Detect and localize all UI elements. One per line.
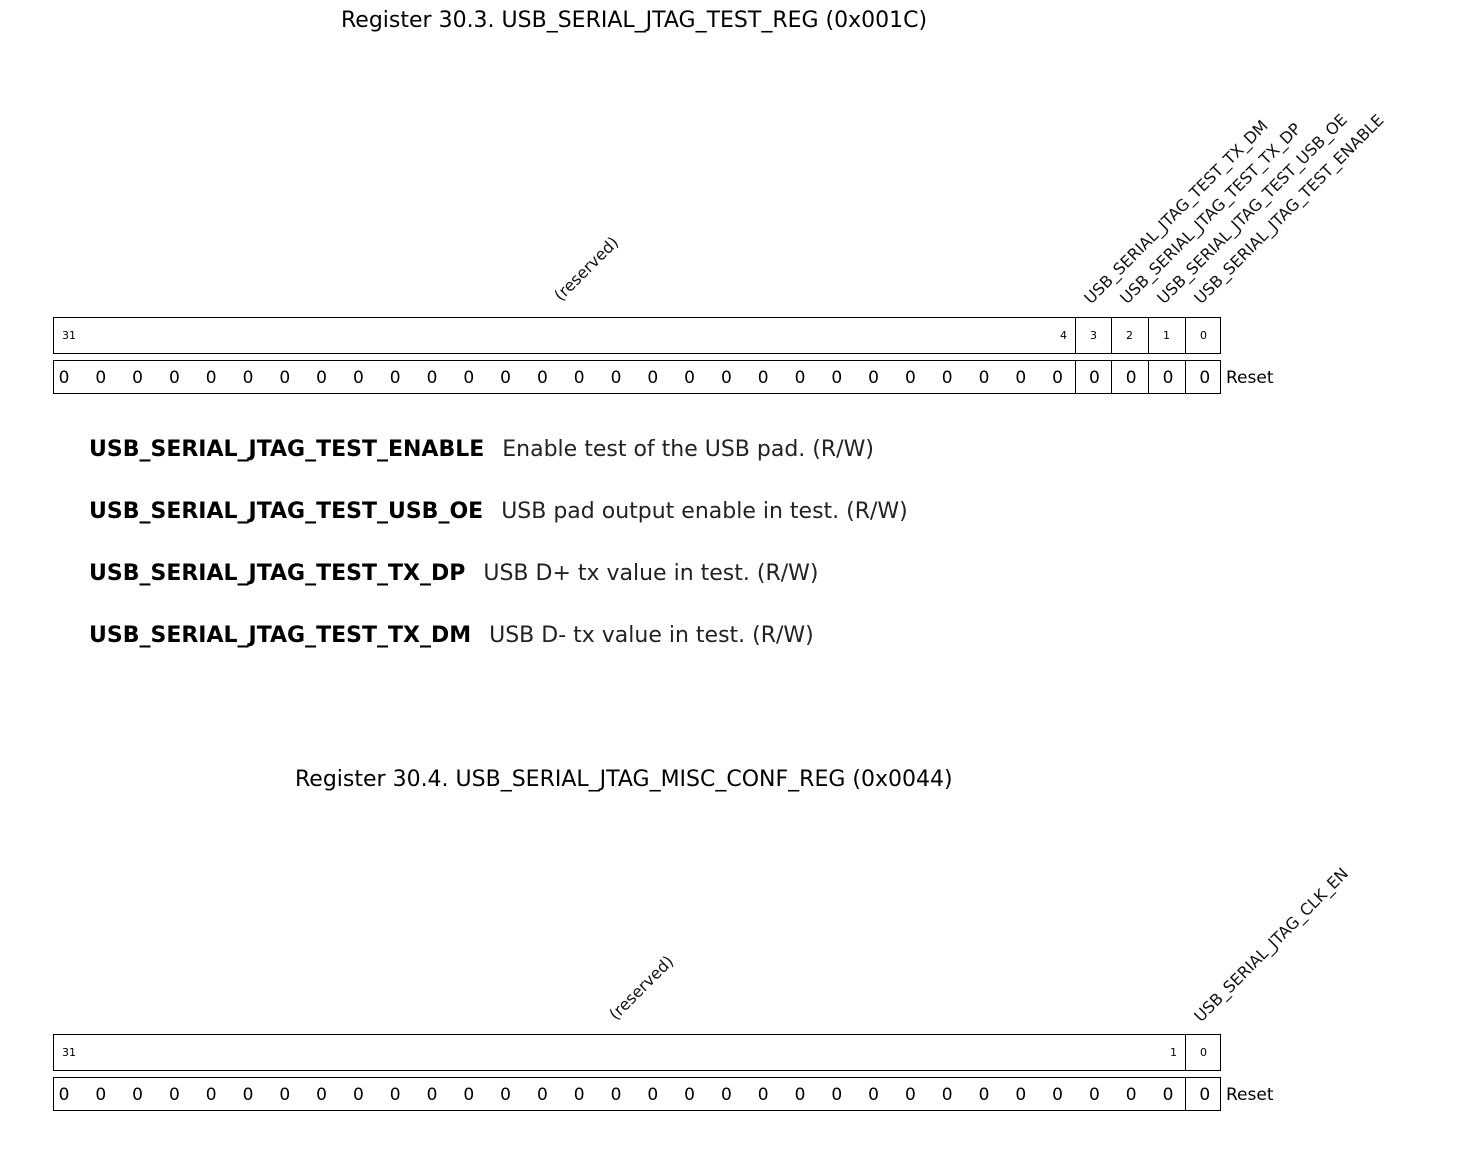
reset-bit-4: 0 <box>1052 368 1063 388</box>
reset-bit-30: 0 <box>95 1085 107 1105</box>
reset-bit-2: 0 <box>1125 368 1137 388</box>
field-description: USB D- tx value in test. (R/W) <box>489 623 814 648</box>
reset-bit-10: 0 <box>831 1085 843 1105</box>
reset-bit-22: 0 <box>389 1085 401 1105</box>
field-name: USB_SERIAL_JTAG_TEST_TX_DP <box>89 561 466 586</box>
reset-bit-24: 0 <box>316 368 327 388</box>
field-name: USB_SERIAL_JTAG_TEST_ENABLE <box>89 437 485 462</box>
reset-bit-5: 0 <box>1015 1085 1027 1105</box>
reset-bit-11: 0 <box>794 368 806 388</box>
bit-number-row: 31 4 3 2 1 0 <box>53 317 1221 354</box>
reserved-label: (reserved) <box>550 232 623 305</box>
field-label-clk-en: USB_SERIAL_JTAG_CLK_EN <box>1190 863 1353 1026</box>
reset-bit-18: 0 <box>536 1085 548 1105</box>
reset-bit-17: 0 <box>573 1085 585 1105</box>
reset-bit-31: 0 <box>58 1085 70 1105</box>
reset-bit-25: 0 <box>279 1085 291 1105</box>
bit-number-2: 2 <box>1126 329 1133 342</box>
reset-bit-25: 0 <box>279 368 291 388</box>
reset-bit-21: 0 <box>426 368 438 388</box>
register-title: Register 30.4. USB_SERIAL_JTAG_MISC_CONF… <box>295 767 953 792</box>
field-description: Enable test of the USB pad. (R/W) <box>502 437 874 462</box>
reset-bit-11: 0 <box>794 1085 806 1105</box>
reset-bit-17: 0 <box>573 368 585 388</box>
reset-bit-10: 0 <box>831 368 843 388</box>
reset-bit-15: 0 <box>647 368 659 388</box>
reset-bit-3: 0 <box>1088 368 1100 388</box>
reset-bit-7: 0 <box>941 368 953 388</box>
reset-bit-20: 0 <box>463 368 475 388</box>
reset-bit-19: 0 <box>500 1085 511 1105</box>
reset-bit-12: 0 <box>757 368 769 388</box>
reset-bit-16: 0 <box>610 1085 622 1105</box>
reset-bit-8: 0 <box>904 1085 916 1105</box>
reset-bit-23: 0 <box>352 368 364 388</box>
reset-bit-29: 0 <box>132 1085 143 1105</box>
reset-bit-13: 0 <box>720 1085 732 1105</box>
reset-bit-3: 0 <box>1088 1085 1100 1105</box>
register-title: Register 30.3. USB_SERIAL_JTAG_TEST_REG … <box>341 8 928 33</box>
field-desc-test-usb-oe: USB_SERIAL_JTAG_TEST_USB_OE USB pad outpu… <box>89 499 908 524</box>
bit-number-1: 1 <box>1163 329 1170 342</box>
field-desc-test-tx-dm: USB_SERIAL_JTAG_TEST_TX_DM USB D- tx valu… <box>89 623 814 648</box>
reset-bit-21: 0 <box>426 1085 438 1105</box>
reset-bit-28: 0 <box>168 368 180 388</box>
reset-bit-1: 0 <box>1162 368 1174 388</box>
reset-bit-26: 0 <box>242 368 254 388</box>
field-name: USB_SERIAL_JTAG_TEST_TX_DM <box>89 623 472 648</box>
reset-label: Reset <box>1226 1085 1274 1105</box>
reset-label: Reset <box>1226 368 1274 388</box>
reset-bit-6: 0 <box>978 1085 990 1105</box>
bit-number-31: 31 <box>62 1046 76 1059</box>
reset-bit-0: 0 <box>1199 1085 1211 1105</box>
reset-value-row: 0 0 0 0 0 0 0 0 0 0 0 0 0 0 0 0 0 0 0 0 0 0 0 0 0 0 0 0 0 0 0 0 <box>53 1077 1221 1111</box>
field-desc-test-enable: USB_SERIAL_JTAG_TEST_ENABLE Enable test o… <box>89 437 874 462</box>
reset-bit-31: 0 <box>58 368 70 388</box>
reset-value-row: 0 0 0 0 0 0 0 0 0 0 0 0 0 0 0 0 0 0 0 0 0 0 0 0 0 0 0 0 0 0 0 0 <box>53 360 1221 394</box>
reset-bit-18: 0 <box>536 368 548 388</box>
reset-bit-23: 0 <box>352 1085 364 1105</box>
reserved-label: (reserved) <box>605 951 678 1024</box>
bit-number-0: 0 <box>1200 329 1207 342</box>
reset-bit-6: 0 <box>978 368 990 388</box>
bit-number-3: 3 <box>1090 329 1097 342</box>
reset-bit-20: 0 <box>463 1085 475 1105</box>
field-description: USB pad output enable in test. (R/W) <box>501 499 908 524</box>
reset-bit-4: 0 <box>1052 1085 1063 1105</box>
reset-bit-7: 0 <box>941 1085 953 1105</box>
reset-bit-27: 0 <box>205 1085 217 1105</box>
reset-bit-14: 0 <box>684 1085 695 1105</box>
reset-bit-13: 0 <box>720 368 732 388</box>
reset-bit-15: 0 <box>647 1085 659 1105</box>
field-desc-test-tx-dp: USB_SERIAL_JTAG_TEST_TX_DP USB D+ tx valu… <box>89 561 819 586</box>
reset-bit-28: 0 <box>168 1085 180 1105</box>
reset-bit-5: 0 <box>1015 368 1027 388</box>
bit-number-31: 31 <box>62 329 76 342</box>
field-name: USB_SERIAL_JTAG_TEST_USB_OE <box>89 499 484 524</box>
reset-bit-1: 0 <box>1162 1085 1174 1105</box>
reset-bit-30: 0 <box>95 368 107 388</box>
reset-bit-8: 0 <box>904 368 916 388</box>
reset-bit-16: 0 <box>610 368 622 388</box>
reset-bit-24: 0 <box>316 1085 327 1105</box>
field-description: USB D+ tx value in test. (R/W) <box>483 561 819 586</box>
reset-bit-22: 0 <box>389 368 401 388</box>
bit-number-4: 4 <box>1060 329 1067 342</box>
reset-bit-12: 0 <box>757 1085 769 1105</box>
reset-bit-26: 0 <box>242 1085 254 1105</box>
reset-bit-19: 0 <box>500 368 511 388</box>
reset-bit-27: 0 <box>205 368 217 388</box>
reset-bit-29: 0 <box>132 368 143 388</box>
reset-bit-2: 0 <box>1125 1085 1137 1105</box>
reset-bit-9: 0 <box>868 1085 879 1105</box>
bit-number-1: 1 <box>1170 1046 1177 1059</box>
reset-bit-9: 0 <box>868 368 879 388</box>
bit-number-0: 0 <box>1200 1046 1207 1059</box>
bit-number-row: 31 1 0 <box>53 1034 1221 1071</box>
reset-bit-14: 0 <box>684 368 695 388</box>
reset-bit-0: 0 <box>1199 368 1211 388</box>
